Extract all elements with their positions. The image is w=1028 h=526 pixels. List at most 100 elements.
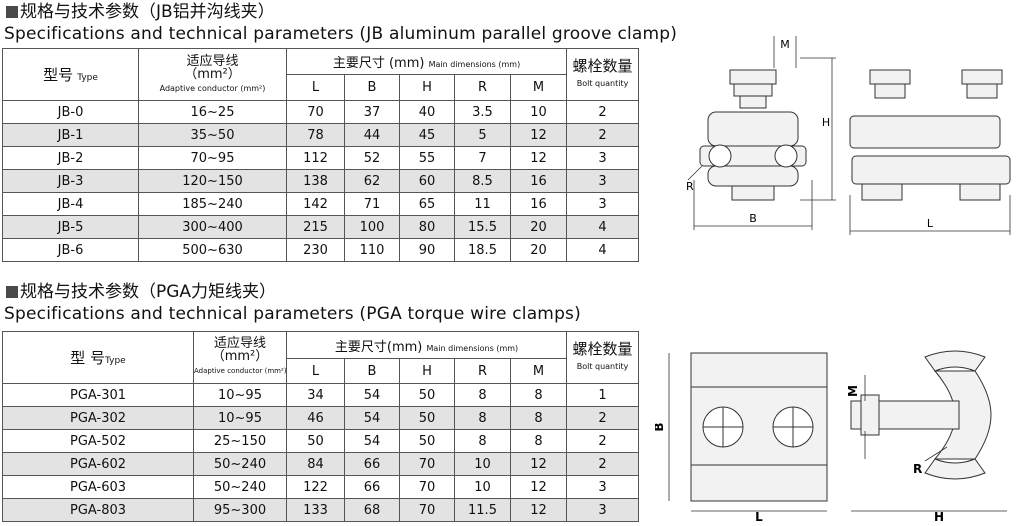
jb-col-M: M [509, 74, 568, 101]
jb-col-L: L [286, 74, 345, 101]
jb-clamp-drawing: M H R B L [686, 36, 1011, 235]
cell-b: 68 [344, 498, 400, 522]
cell-h: 70 [399, 475, 455, 499]
cell-r: 5 [454, 123, 511, 147]
square-bullet-icon [6, 286, 18, 298]
cell-l: 46 [286, 406, 345, 430]
cell-conductor: 25~150 [193, 429, 287, 453]
cell-type: JB-6 [2, 238, 139, 262]
cell-r: 3.5 [454, 100, 511, 124]
cell-m: 20 [509, 215, 568, 239]
cell-m: 8 [509, 429, 568, 453]
cell-b: 62 [344, 169, 400, 193]
cell-m: 8 [509, 406, 568, 430]
pga-col-L: L [286, 358, 345, 384]
cell-l: 50 [286, 429, 345, 453]
cell-type: JB-4 [2, 192, 139, 216]
cell-conductor: 50~240 [193, 475, 287, 499]
cell-type: JB-0 [2, 100, 139, 124]
cell-r: 7 [454, 146, 511, 170]
cell-r: 8 [454, 429, 511, 453]
jb-label-M: M [780, 38, 790, 51]
jb-clamp-body [707, 111, 799, 147]
jb-header-dims: 主要尺寸 (mm) Main dimensions (mm) [285, 48, 568, 75]
jb-header-type: 型号 Type [2, 48, 139, 101]
pga-label-B: B [655, 422, 666, 431]
jb-title-cn-text: 规格与技术参数（JB铝并沟线夹） [20, 2, 275, 22]
cell-conductor: 95~300 [193, 498, 287, 522]
pga-title-en: Specifications and technical parameters … [4, 304, 581, 324]
pga-header-dims: 主要尺寸(mm) Main dimensions (mm) [285, 331, 568, 359]
cell-bolt: 3 [566, 192, 640, 216]
cell-conductor: 50~240 [193, 452, 287, 476]
cell-bolt: 2 [566, 100, 640, 124]
jb-label-L: L [927, 217, 934, 230]
cell-type: PGA-502 [2, 429, 194, 453]
cell-h: 40 [399, 100, 455, 124]
jb-title-cn: 规格与技术参数（JB铝并沟线夹） [6, 2, 275, 22]
cell-type: PGA-301 [2, 383, 194, 407]
cell-b: 54 [344, 406, 400, 430]
cell-h: 70 [399, 452, 455, 476]
jb-nut-top [729, 69, 777, 85]
cell-conductor: 70~95 [138, 146, 287, 170]
cell-conductor: 185~240 [138, 192, 287, 216]
cell-l: 142 [286, 192, 345, 216]
cell-l: 112 [286, 146, 345, 170]
jb-col-H: H [399, 74, 455, 101]
jb-label-H: H [822, 116, 830, 129]
cell-type: JB-3 [2, 169, 139, 193]
cell-bolt: 2 [566, 429, 640, 453]
cell-r: 10 [454, 452, 511, 476]
cell-conductor: 16~25 [138, 100, 287, 124]
cell-h: 90 [399, 238, 455, 262]
cell-m: 16 [509, 169, 568, 193]
pga-col-H: H [399, 358, 455, 384]
cell-l: 78 [286, 123, 345, 147]
jb-title-en: Specifications and technical parameters … [4, 24, 678, 44]
cell-l: 215 [286, 215, 345, 239]
cell-l: 230 [286, 238, 345, 262]
pga-col-M: M [509, 358, 568, 384]
cell-m: 12 [509, 123, 568, 147]
cell-bolt: 3 [566, 169, 640, 193]
cell-bolt: 2 [566, 406, 640, 430]
cell-r: 8.5 [454, 169, 511, 193]
cell-r: 11 [454, 192, 511, 216]
cell-b: 100 [344, 215, 400, 239]
cell-r: 8 [454, 383, 511, 407]
cell-b: 54 [344, 429, 400, 453]
cell-l: 122 [286, 475, 345, 499]
pga-spec-table: 型 号Type 适应导线（mm²）Adaptive conductor (mm²… [2, 331, 640, 522]
cell-l: 84 [286, 452, 345, 476]
cell-m: 8 [509, 383, 568, 407]
cell-conductor: 120~150 [138, 169, 287, 193]
cell-m: 12 [509, 475, 568, 499]
cell-l: 70 [286, 100, 345, 124]
cell-m: 20 [509, 238, 568, 262]
cell-bolt: 3 [566, 146, 640, 170]
cell-bolt: 2 [566, 123, 640, 147]
cell-type: JB-5 [2, 215, 139, 239]
cell-h: 50 [399, 429, 455, 453]
pga-col-R: R [454, 358, 511, 384]
cell-bolt: 1 [566, 383, 640, 407]
pga-label-R: R [913, 462, 922, 476]
pga-col-B: B [344, 358, 400, 384]
cell-type: PGA-602 [2, 452, 194, 476]
cell-b: 44 [344, 123, 400, 147]
pga-header-conductor: 适应导线（mm²）Adaptive conductor (mm²) [193, 331, 287, 384]
cell-type: JB-2 [2, 146, 139, 170]
cell-b: 37 [344, 100, 400, 124]
cell-type: PGA-603 [2, 475, 194, 499]
cell-type: PGA-803 [2, 498, 194, 522]
